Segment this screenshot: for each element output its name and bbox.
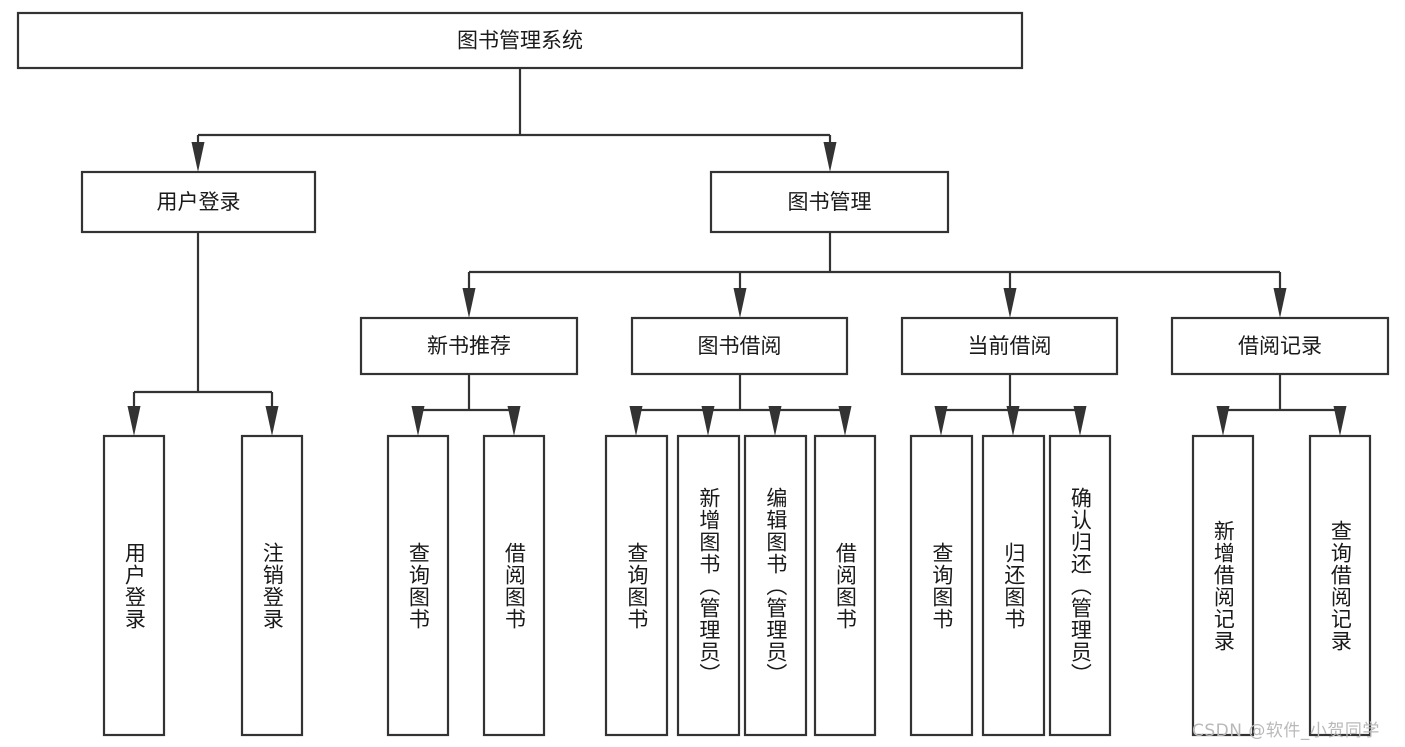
node-leaf-add-borrow-record-box[interactable] xyxy=(1191,434,1255,737)
conn-root-drop-book-manage-arrow xyxy=(823,142,837,172)
node-book-manage-box[interactable] xyxy=(709,170,950,234)
conn-bm-drop-4-arrow xyxy=(1273,288,1287,318)
node-book-manage-label: 图书管理 xyxy=(788,190,872,214)
node-borrow-record-box[interactable] xyxy=(1170,316,1390,376)
node-leaf-query-book-borrow-label: 查询图书 xyxy=(624,541,649,630)
node-leaf-borrow-book-rec-label: 借阅图书 xyxy=(502,541,527,630)
conn-br-drop-2-arrow xyxy=(1333,406,1347,436)
edges-layer xyxy=(127,68,1347,436)
node-user-login-box[interactable] xyxy=(80,170,317,234)
node-leaf-return-book-label: 归还图书 xyxy=(1001,541,1026,630)
conn-cb-drop-1-arrow xyxy=(934,406,948,436)
conn-bb-drop-2-arrow xyxy=(701,406,715,436)
node-leaf-query-borrow-record-label: 查询借阅记录 xyxy=(1328,519,1353,652)
node-leaf-query-book-rec-label: 查询图书 xyxy=(406,541,431,630)
conn-nbr-drop-2-arrow xyxy=(507,406,521,436)
node-leaf-logout-label: 注销登录 xyxy=(260,541,285,630)
node-leaf-query-borrow-record-box[interactable] xyxy=(1308,434,1372,737)
conn-bm-drop-1-arrow xyxy=(462,288,476,318)
node-current-borrow-box[interactable] xyxy=(900,316,1119,376)
node-root-box[interactable] xyxy=(16,11,1024,70)
node-leaf-add-borrow-record-label: 新增借阅记录 xyxy=(1211,519,1236,652)
conn-root-drop-user-login-arrow xyxy=(191,142,205,172)
node-leaf-query-book-current-label: 查询图书 xyxy=(929,541,954,630)
node-leaf-borrow-book-rec-box[interactable] xyxy=(482,434,546,737)
csdn-watermark: CSDN @软件_小贺同学 xyxy=(1192,721,1380,741)
node-book-borrow-box[interactable] xyxy=(630,316,849,376)
node-leaf-return-book-box[interactable] xyxy=(981,434,1046,737)
node-leaf-confirm-return-label: 确认归还（管理员） xyxy=(1068,486,1093,685)
node-current-borrow-label: 当前借阅 xyxy=(968,334,1052,358)
conn-bb-drop-1-arrow xyxy=(629,406,643,436)
node-leaf-add-book-box[interactable] xyxy=(676,434,741,737)
node-leaf-query-book-borrow-box[interactable] xyxy=(604,434,669,737)
node-root-label: 图书管理系统 xyxy=(457,29,583,53)
node-leaf-edit-book-label: 编辑图书（管理员） xyxy=(763,486,788,685)
node-leaf-query-book-rec-box[interactable] xyxy=(386,434,450,737)
conn-bb-drop-3-arrow xyxy=(768,406,782,436)
conn-cb-drop-3-arrow xyxy=(1073,406,1087,436)
node-book-borrow-label: 图书借阅 xyxy=(698,334,782,358)
node-new-book-recommend-label: 新书推荐 xyxy=(427,334,511,358)
node-leaf-confirm-return-box[interactable] xyxy=(1048,434,1112,737)
node-leaf-add-book-label: 新增图书（管理员） xyxy=(696,486,721,685)
conn-user-login-drop-1-arrow xyxy=(127,406,141,436)
node-leaf-logout-box[interactable] xyxy=(240,434,304,737)
boxes-layer xyxy=(16,11,1390,737)
node-leaf-borrow-book-label: 借阅图书 xyxy=(833,541,858,630)
conn-nbr-drop-1-arrow xyxy=(411,406,425,436)
node-leaf-user-login-label: 用户登录 xyxy=(122,541,147,630)
node-borrow-record-label: 借阅记录 xyxy=(1238,334,1322,358)
conn-br-drop-1-arrow xyxy=(1216,406,1230,436)
node-leaf-edit-book-box[interactable] xyxy=(743,434,808,737)
conn-user-login-drop-2-arrow xyxy=(265,406,279,436)
node-leaf-borrow-book-box[interactable] xyxy=(813,434,877,737)
node-leaf-user-login-box[interactable] xyxy=(102,434,166,737)
conn-bb-drop-4-arrow xyxy=(838,406,852,436)
node-leaf-query-book-current-box[interactable] xyxy=(909,434,974,737)
node-new-book-recommend-box[interactable] xyxy=(359,316,579,376)
node-user-login-label: 用户登录 xyxy=(157,190,241,214)
conn-bm-drop-2-arrow xyxy=(733,288,747,318)
conn-bm-drop-3-arrow xyxy=(1003,288,1017,318)
conn-cb-drop-2-arrow xyxy=(1006,406,1020,436)
